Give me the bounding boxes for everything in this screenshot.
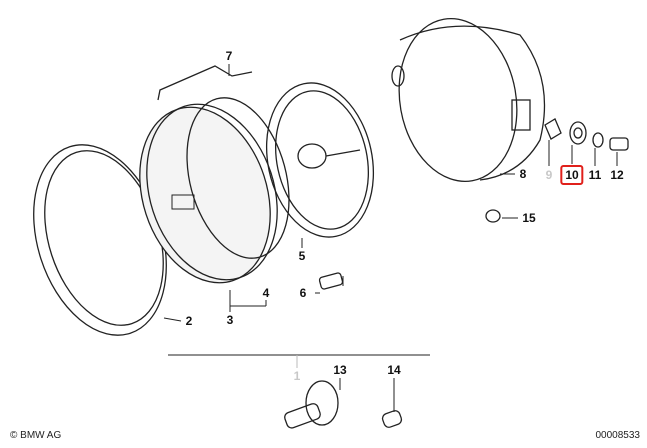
part-label-13[interactable]: 13 (333, 363, 347, 377)
bulb-h4-drawing (284, 380, 339, 429)
reflector-drawing (265, 82, 375, 238)
part-label-5[interactable]: 5 (298, 249, 306, 263)
part-label-14[interactable]: 14 (387, 363, 401, 377)
part-label-15[interactable]: 15 (522, 211, 536, 225)
copyright: © BMW AG (10, 430, 62, 441)
housing-drawing (391, 17, 546, 183)
part-label-2[interactable]: 2 (185, 314, 193, 328)
part-label-4[interactable]: 4 (262, 286, 270, 300)
diagram-id: 00008533 (595, 430, 641, 441)
part-label-7[interactable]: 7 (225, 49, 233, 63)
part-label-9[interactable]: 9 (545, 168, 553, 182)
part-label-3[interactable]: 3 (226, 313, 234, 327)
part-label-8[interactable]: 8 (519, 167, 527, 181)
part-label-6[interactable]: 6 (299, 286, 307, 300)
part-label-11[interactable]: 11 (588, 168, 602, 182)
part-label-1[interactable]: 1 (293, 369, 301, 383)
leader-lines (163, 64, 618, 412)
headlight-lens-drawing (139, 103, 278, 284)
part-label-10-selected[interactable]: 10 (560, 165, 584, 185)
part-label-12[interactable]: 12 (610, 168, 624, 182)
